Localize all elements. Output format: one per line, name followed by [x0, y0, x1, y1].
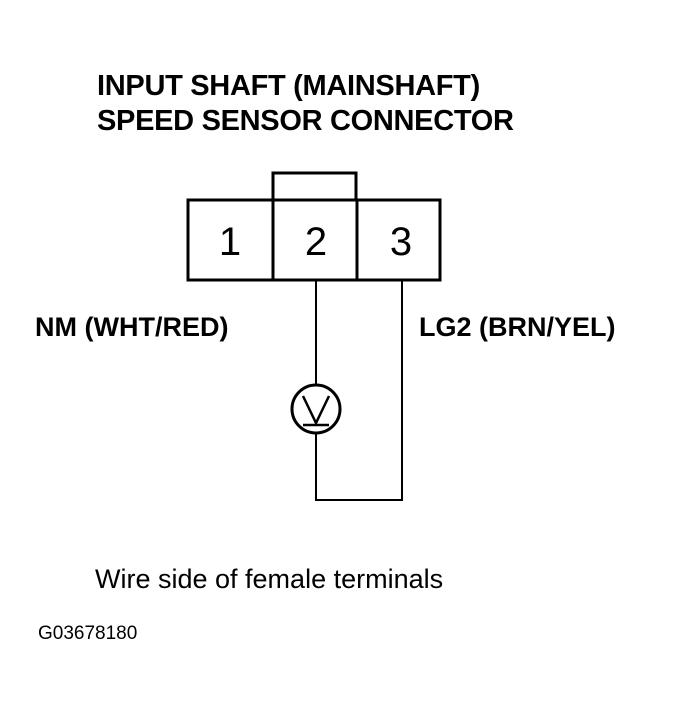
voltmeter-v-symbol	[301, 395, 331, 426]
voltmeter-icon	[290, 383, 342, 435]
pin-number-2: 2	[305, 220, 327, 264]
figure-id: G03678180	[38, 623, 138, 644]
wiring	[315, 280, 403, 501]
caption: Wire side of female terminals	[95, 564, 444, 594]
pin-number-1: 1	[219, 220, 241, 264]
connector	[186, 171, 442, 282]
connector-body	[186, 198, 442, 282]
connector-lock-tab	[271, 171, 358, 202]
pin-number-3: 3	[390, 220, 412, 264]
title-line-2: SPEED SENSOR CONNECTOR	[97, 105, 514, 137]
voltmeter-circle	[290, 383, 342, 435]
wire-label-nm: NM (WHT/RED)	[35, 312, 229, 342]
wire-label-lg2: LG2 (BRN/YEL)	[419, 312, 616, 342]
pin-numbers: 1 2 3	[219, 220, 412, 264]
wire-pin-3	[315, 280, 403, 501]
title-line-1: INPUT SHAFT (MAINSHAFT)	[97, 70, 480, 102]
